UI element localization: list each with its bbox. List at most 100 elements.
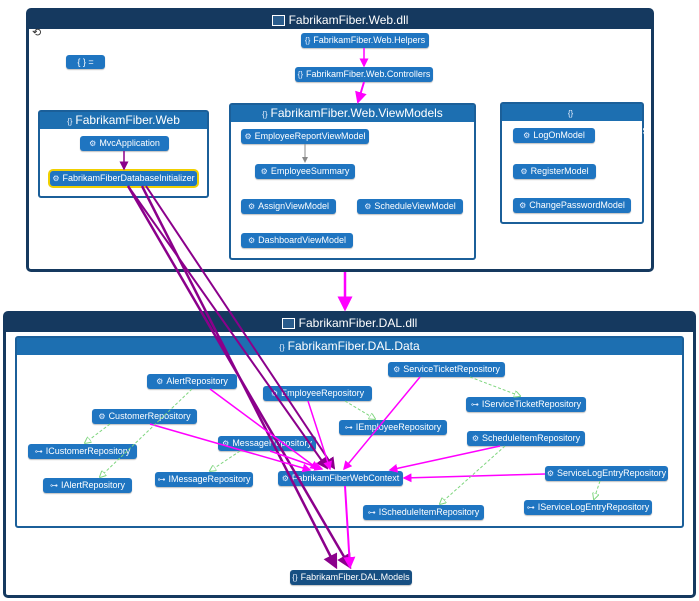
database-initializer-node[interactable]: ⚙FabrikamFiberDatabaseInitializer [50,171,197,186]
alert-repository-node[interactable]: ⚙AlertRepository [147,374,237,389]
web-assembly-title: FabrikamFiber.Web.dll [288,13,409,27]
edge-service-ticket-context [343,376,421,471]
edge-schedule-item-interface [440,445,506,504]
class-icon: ⚙ [471,434,480,443]
employee-summary-label: EmployeeSummary [270,166,350,176]
edge-schedule-item-context [388,445,501,473]
mvc-application-node[interactable]: ⚙MvcApplication [80,136,169,151]
edge-message-interface [210,450,241,471]
edge-alert-interface [100,388,193,477]
employee-report-label: EmployeeReportViewModel [254,131,366,141]
controllers-namespace-node[interactable]: {}FabrikamFiber.Web.Controllers [295,67,433,82]
class-icon: ⚙ [247,236,256,245]
logon-model-node[interactable]: ⚙LogOnModel [513,128,595,143]
interface-icon: ⊶ [367,508,376,517]
i-service-log-entry-repository-label: IServiceLogEntryRepository [537,502,650,512]
service-ticket-repository-node[interactable]: ⚙ServiceTicketRepository [388,362,505,377]
class-icon: ⚙ [52,174,60,183]
class-icon: ⚙ [89,139,97,148]
class-icon: ⚙ [519,201,527,210]
dal-models-namespace-node[interactable]: {}FabrikamFiber.DAL.Models [290,570,412,585]
class-icon: ⚙ [523,131,531,140]
assembly-icon [271,15,285,27]
i-message-repository-node[interactable]: ⊶IMessageRepository [155,472,253,487]
i-schedule-item-repository-node[interactable]: ⊶IScheduleItemRepository [363,505,484,520]
viewmodels-namespace-title: FabrikamFiber.Web.ViewModels [270,106,443,120]
schedule-viewmodel-node[interactable]: ⚙ScheduleViewModel [357,199,463,214]
class-icon: ⚙ [364,202,372,211]
interface-icon: ⊶ [157,475,166,484]
braces-icon: {} [297,70,303,79]
employee-repository-label: EmployeeRepository [281,388,365,398]
service-log-entry-repository-label: ServiceLogEntryRepository [557,468,667,478]
global-namespace-node[interactable]: { } = [66,55,105,69]
dal-assembly-title: FabrikamFiber.DAL.dll [298,316,418,330]
assign-viewmodel-node[interactable]: ⚙AssignViewModel [241,199,336,214]
assign-label: AssignViewModel [258,201,330,211]
edge-service-ticket-interface [469,376,520,396]
braces-icon: {} [567,109,574,118]
fabrikam-web-context-label: FabrikamFiberWebContext [291,473,400,483]
dashboard-viewmodel-node[interactable]: ⚙DashboardViewModel [241,233,353,248]
logon-label: LogOnModel [533,130,585,140]
schedule-item-repository-node[interactable]: ⚙ScheduleItemRepository [467,431,585,446]
interface-icon: ⊶ [526,503,535,512]
edge-initializer-context-1 [127,185,329,470]
change-password-label: ChangePasswordModel [529,200,625,210]
i-service-log-entry-repository-node[interactable]: ⊶IServiceLogEntryRepository [524,500,652,515]
i-customer-repository-node[interactable]: ⊶ICustomerRepository [28,444,137,459]
interface-icon: ⊶ [34,447,43,456]
i-message-repository-label: IMessageRepository [168,474,251,484]
edge-service-log-interface [594,480,601,499]
edge-initializer-context-2 [145,185,336,470]
customer-repository-label: CustomerRepository [108,411,191,421]
service-ticket-repository-label: ServiceTicketRepository [403,364,500,374]
class-icon: ⚙ [156,377,164,386]
fabrikam-web-context-node[interactable]: ⚙FabrikamFiberWebContext [278,471,403,486]
customer-repository-node[interactable]: ⚙CustomerRepository [92,409,197,424]
edge-initializer-models-2 [140,185,338,570]
i-schedule-item-repository-label: IScheduleItemRepository [378,507,480,517]
class-icon: ⚙ [393,365,401,374]
edge-employee-context [307,400,332,471]
edge-customer-context [149,423,312,473]
braces-icon: {} [262,110,268,119]
braces-icon: {} [304,36,311,45]
dal-data-namespace-header: {}FabrikamFiber.DAL.Data [17,338,682,355]
dal-assembly-header[interactable]: FabrikamFiber.DAL.dll [6,314,693,332]
edge-employee-interface [344,400,375,419]
refresh-icon[interactable]: ⟲ [32,27,42,39]
i-employee-repository-node[interactable]: ⊶IEmployeeRepository [339,420,447,435]
dal-data-namespace-title: FabrikamFiber.DAL.Data [287,339,420,353]
i-service-ticket-repository-label: IServiceTicketRepository [481,399,582,409]
edge-message-context [269,450,324,471]
edge-customer-interface [85,423,111,443]
dal-models-label: FabrikamFiber.DAL.Models [300,572,410,582]
class-icon: ⚙ [247,202,256,211]
i-service-ticket-repository-node[interactable]: ⊶IServiceTicketRepository [466,397,586,412]
employee-report-viewmodel-node[interactable]: ⚙EmployeeReportViewModel [241,129,369,144]
register-model-node[interactable]: ⚙RegisterModel [513,164,596,179]
helpers-namespace-node[interactable]: {}FabrikamFiber.Web.Helpers [301,33,429,48]
braces-icon: {} [279,343,285,352]
class-icon: ⚙ [546,469,555,478]
class-icon: ⚙ [98,412,106,421]
helpers-label: FabrikamFiber.Web.Helpers [313,35,426,45]
class-icon: ⚙ [244,132,252,141]
edge-context-models [343,485,356,569]
employee-summary-node[interactable]: ⚙EmployeeSummary [255,164,355,179]
web-assembly-header[interactable]: FabrikamFiber.Web.dll [29,11,651,29]
service-log-entry-repository-node[interactable]: ⚙ServiceLogEntryRepository [545,466,668,481]
i-alert-repository-node[interactable]: ⊶IAlertRepository [43,478,132,493]
alert-repository-label: AlertRepository [166,376,228,386]
braces-icon: {} [67,117,73,126]
dashboard-label: DashboardViewModel [258,235,347,245]
class-icon: ⚙ [281,474,289,483]
change-password-model-node[interactable]: ⚙ChangePasswordModel [513,198,631,213]
register-label: RegisterModel [530,166,589,176]
braces-icon: {} [292,573,298,582]
i-employee-repository-label: IEmployeeRepository [355,422,442,432]
interface-icon: ⊶ [49,481,58,490]
viewmodels-namespace-header: {}FabrikamFiber.Web.ViewModels [231,105,474,122]
